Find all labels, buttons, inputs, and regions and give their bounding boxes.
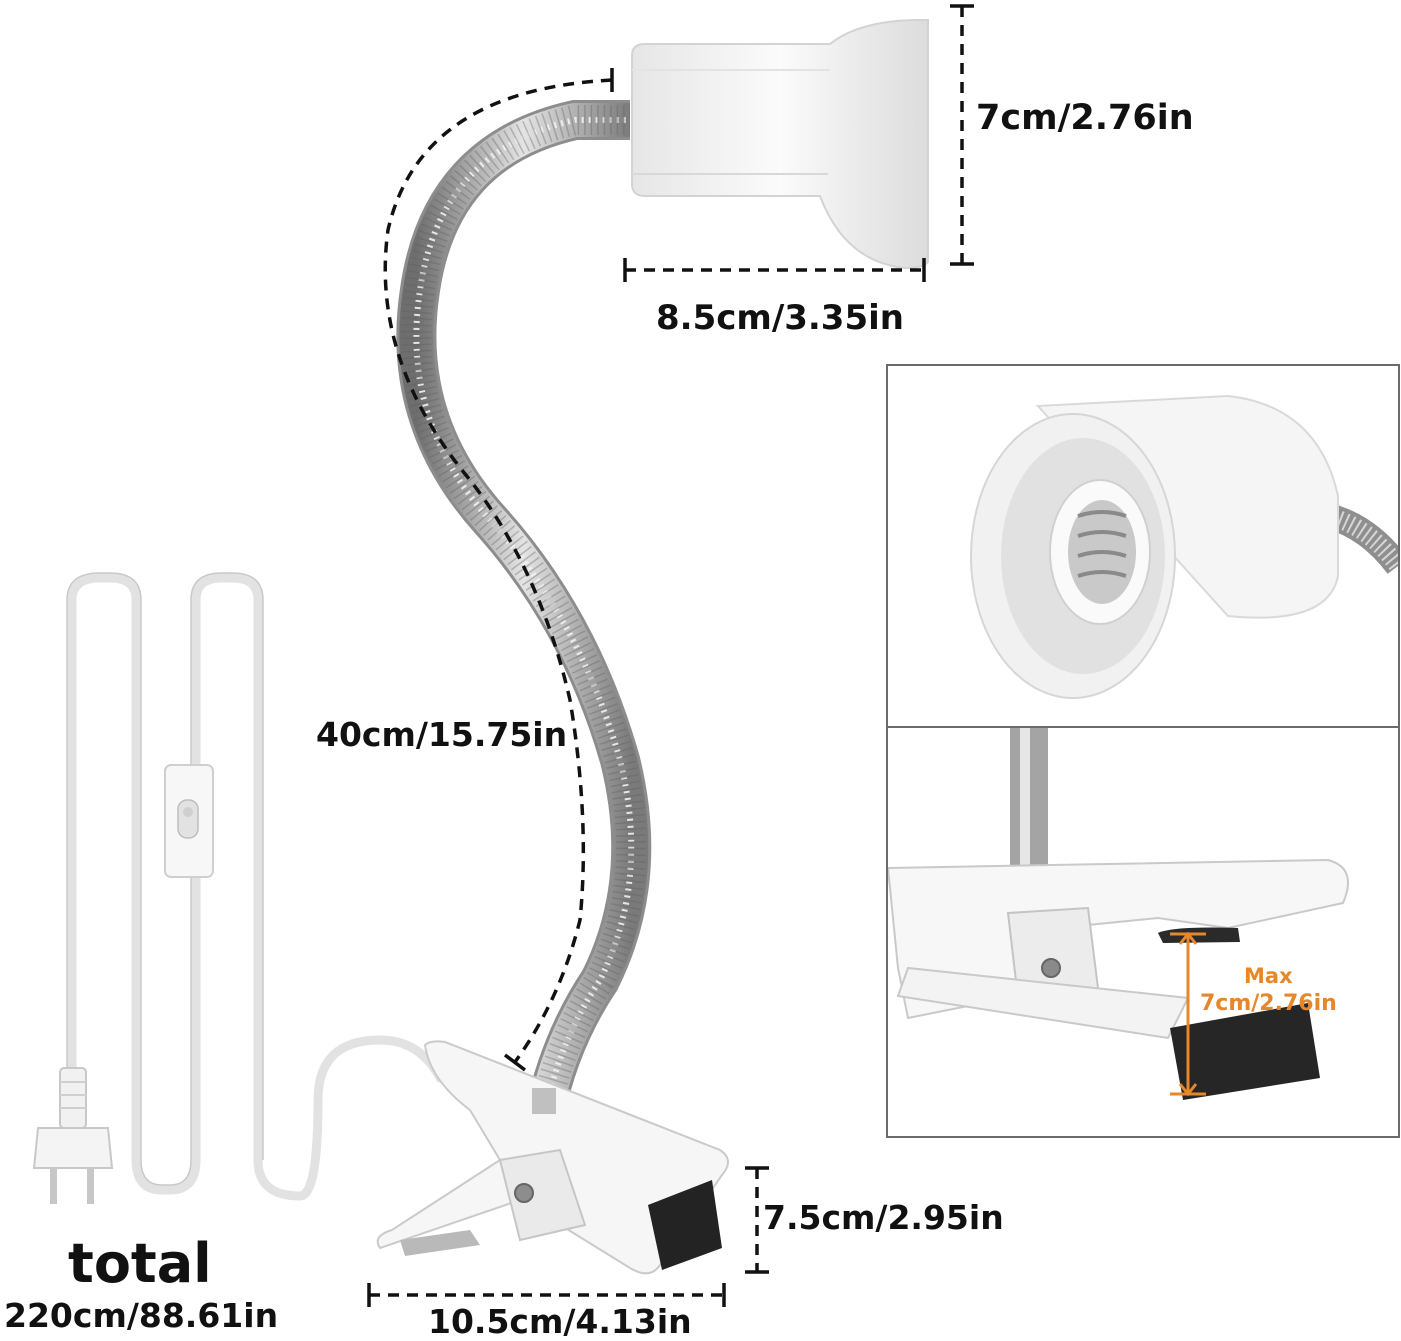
shade-height-label: 7cm/2.76in <box>976 98 1194 138</box>
clip-width-label: 10.5cm/4.13in <box>428 1302 692 1341</box>
clip-base <box>376 1040 729 1275</box>
max-opening-label: 7cm/2.76in <box>1200 991 1337 1016</box>
max-label: Max <box>1244 964 1293 988</box>
inline-switch <box>164 764 214 878</box>
clip-height-label: 7.5cm/2.95in <box>763 1198 1004 1237</box>
total-length-label: 220cm/88.61in <box>4 1296 279 1335</box>
lamp-holder <box>631 19 929 270</box>
gooseneck-length-label: 40cm/15.75in <box>316 715 568 754</box>
power-cord <box>67 573 445 1201</box>
shade-width-label: 8.5cm/3.35in <box>656 298 904 338</box>
dimension-lines <box>367 4 974 1307</box>
clip-closeup-illustration <box>888 728 1349 1100</box>
inset-shade-closeup <box>886 364 1400 730</box>
socket-closeup-illustration <box>970 394 1398 699</box>
power-cord-outline <box>66 572 264 1186</box>
total-label: total <box>68 1232 212 1295</box>
gooseneck-arm <box>396 100 652 1117</box>
plug-icon <box>32 1067 114 1204</box>
inset-clip-closeup: Max 7cm/2.76in <box>886 726 1400 1138</box>
